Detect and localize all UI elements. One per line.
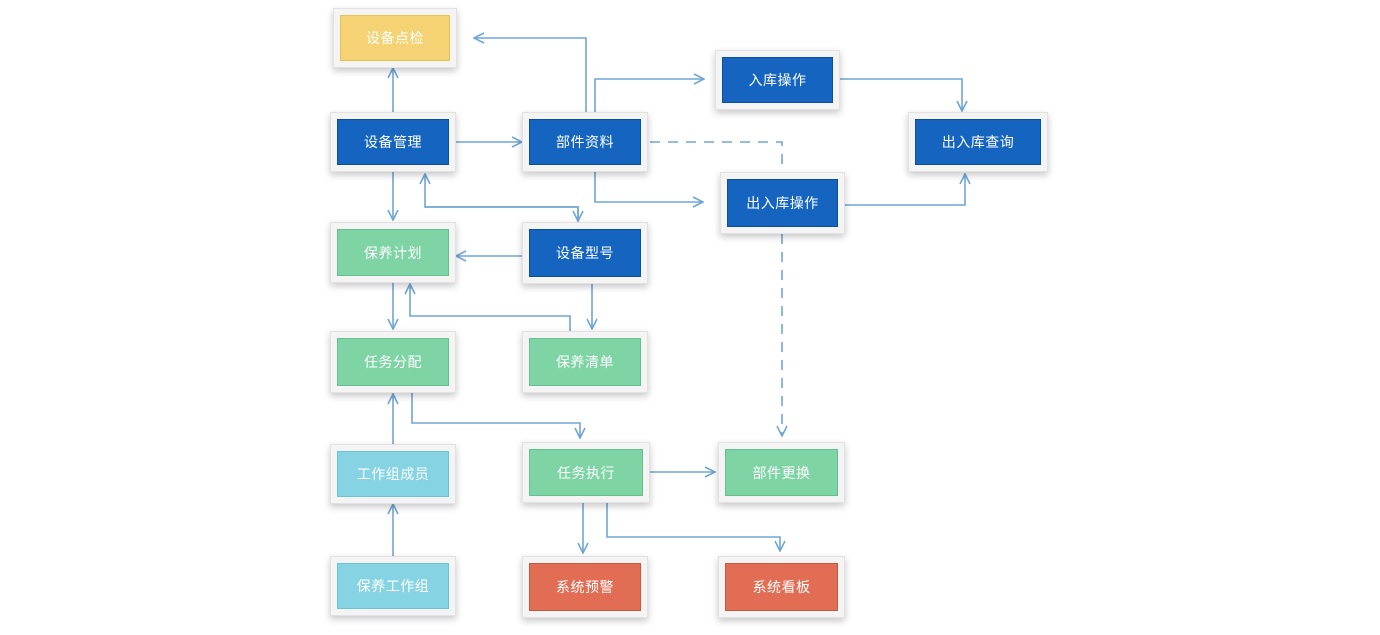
- node-stock-in[interactable]: 入库操作: [715, 50, 840, 110]
- node-equipment-mgmt[interactable]: 设备管理: [330, 112, 456, 172]
- node-equipment-mgmt-label: 设备管理: [337, 119, 449, 165]
- node-stock-inout-label: 出入库操作: [727, 179, 838, 227]
- node-parts-data[interactable]: 部件资料: [522, 112, 648, 172]
- arrow-list-to-plan: [410, 284, 571, 331]
- node-equipment-check-label: 设备点检: [340, 15, 450, 61]
- node-task-exec[interactable]: 任务执行: [522, 442, 650, 503]
- node-maint-team-label: 保养工作组: [337, 563, 449, 609]
- node-task-exec-label: 任务执行: [529, 449, 643, 496]
- dashed-parts-to-stockinout: [650, 141, 783, 172]
- node-equipment-check[interactable]: 设备点检: [333, 8, 457, 68]
- node-team-member[interactable]: 工作组成员: [330, 444, 456, 504]
- node-task-assign[interactable]: 任务分配: [330, 331, 456, 393]
- arrow-model-to-mgmt: [425, 174, 579, 222]
- node-maint-list[interactable]: 保养清单: [522, 331, 648, 393]
- arrow-parts-to-stockinout: [594, 172, 703, 202]
- node-sys-board-label: 系统看板: [725, 563, 838, 611]
- node-stock-in-label: 入库操作: [722, 57, 833, 103]
- node-part-replace[interactable]: 部件更换: [718, 442, 845, 503]
- arrow-stockin-to-query: [840, 78, 962, 111]
- node-team-member-label: 工作组成员: [337, 451, 449, 497]
- arrow-mgmt-to-model: [425, 206, 578, 221]
- arrow-stockinout-to-query: [845, 174, 965, 206]
- arrow-parts-to-check: [474, 38, 587, 112]
- node-equipment-model[interactable]: 设备型号: [522, 222, 648, 284]
- node-part-replace-label: 部件更换: [725, 449, 838, 496]
- node-sys-alert[interactable]: 系统预警: [522, 556, 648, 618]
- node-task-assign-label: 任务分配: [337, 338, 449, 386]
- node-stock-query[interactable]: 出入库查询: [908, 112, 1048, 172]
- node-maint-team[interactable]: 保养工作组: [330, 556, 456, 616]
- node-maint-plan-label: 保养计划: [337, 229, 449, 276]
- node-maint-list-label: 保养清单: [529, 338, 641, 386]
- arrow-assign-to-exec: [411, 393, 580, 438]
- node-sys-board[interactable]: 系统看板: [718, 556, 845, 618]
- node-parts-data-label: 部件资料: [529, 119, 641, 165]
- node-stock-inout[interactable]: 出入库操作: [720, 172, 845, 234]
- arrow-exec-to-board: [606, 503, 780, 551]
- node-sys-alert-label: 系统预警: [529, 563, 641, 611]
- node-stock-query-label: 出入库查询: [915, 119, 1041, 165]
- arrow-parts-to-stockin: [594, 79, 704, 112]
- node-equipment-model-label: 设备型号: [529, 229, 641, 277]
- node-maint-plan[interactable]: 保养计划: [330, 222, 456, 283]
